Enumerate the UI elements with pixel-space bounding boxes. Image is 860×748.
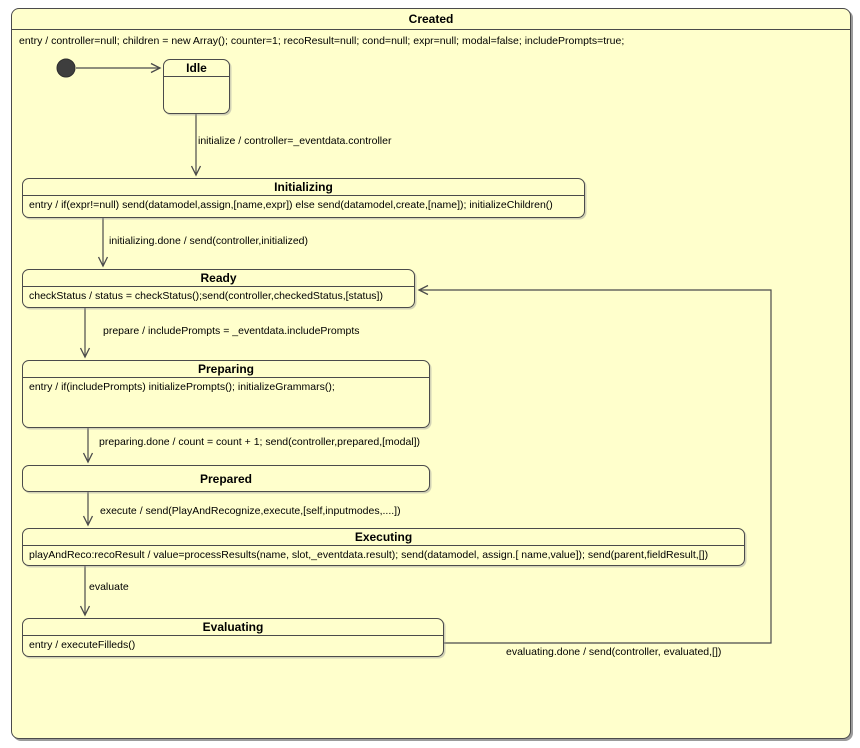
transition-label-prepare: prepare / includePrompts = _eventdata.in… bbox=[103, 325, 360, 337]
state-evaluating-title: Evaluating bbox=[23, 619, 443, 636]
state-idle-title: Idle bbox=[164, 60, 229, 77]
state-idle: Idle bbox=[163, 59, 230, 114]
state-preparing: Preparing entry / if(includePrompts) ini… bbox=[22, 360, 430, 428]
initial-state-marker bbox=[56, 58, 76, 78]
state-preparing-title: Preparing bbox=[23, 361, 429, 378]
state-ready: Ready checkStatus / status = checkStatus… bbox=[22, 269, 415, 308]
state-executing-body: playAndReco:recoResult / value=processRe… bbox=[29, 549, 709, 561]
transition-label-preparing-done: preparing.done / count = count + 1; send… bbox=[99, 436, 421, 448]
transition-label-evaluating-done: evaluating.done / send(controller, evalu… bbox=[506, 646, 722, 658]
transition-label-execute: execute / send(PlayAndRecognize,execute,… bbox=[100, 505, 401, 517]
state-ready-title: Ready bbox=[23, 270, 414, 287]
state-evaluating-body: entry / executeFilleds() bbox=[29, 639, 136, 651]
transition-label-initialize: initialize / controller=_eventdata.contr… bbox=[198, 135, 392, 147]
transition-label-initializing-done: initializing.done / send(controller,init… bbox=[109, 235, 309, 247]
state-prepared-title: Prepared bbox=[199, 471, 253, 486]
transition-evaluating-to-ready bbox=[417, 284, 772, 644]
state-executing-title: Executing bbox=[23, 529, 744, 546]
state-initializing: Initializing entry / if(expr!=null) send… bbox=[22, 178, 585, 218]
state-created-entry-action: entry / controller=null; children = new … bbox=[19, 35, 625, 47]
transition-label-evaluate: evaluate bbox=[89, 581, 129, 593]
state-evaluating: Evaluating entry / executeFilleds() bbox=[22, 618, 444, 657]
state-ready-body: checkStatus / status = checkStatus();sen… bbox=[29, 290, 383, 302]
state-prepared: Prepared bbox=[22, 465, 430, 492]
state-initializing-body: entry / if(expr!=null) send(datamodel,as… bbox=[29, 199, 553, 211]
state-preparing-body: entry / if(includePrompts) initializePro… bbox=[29, 381, 335, 393]
state-executing: Executing playAndReco:recoResult / value… bbox=[22, 528, 745, 566]
state-created-title: Created bbox=[12, 9, 850, 30]
state-initializing-title: Initializing bbox=[23, 179, 584, 196]
state-idle-body bbox=[164, 77, 229, 80]
